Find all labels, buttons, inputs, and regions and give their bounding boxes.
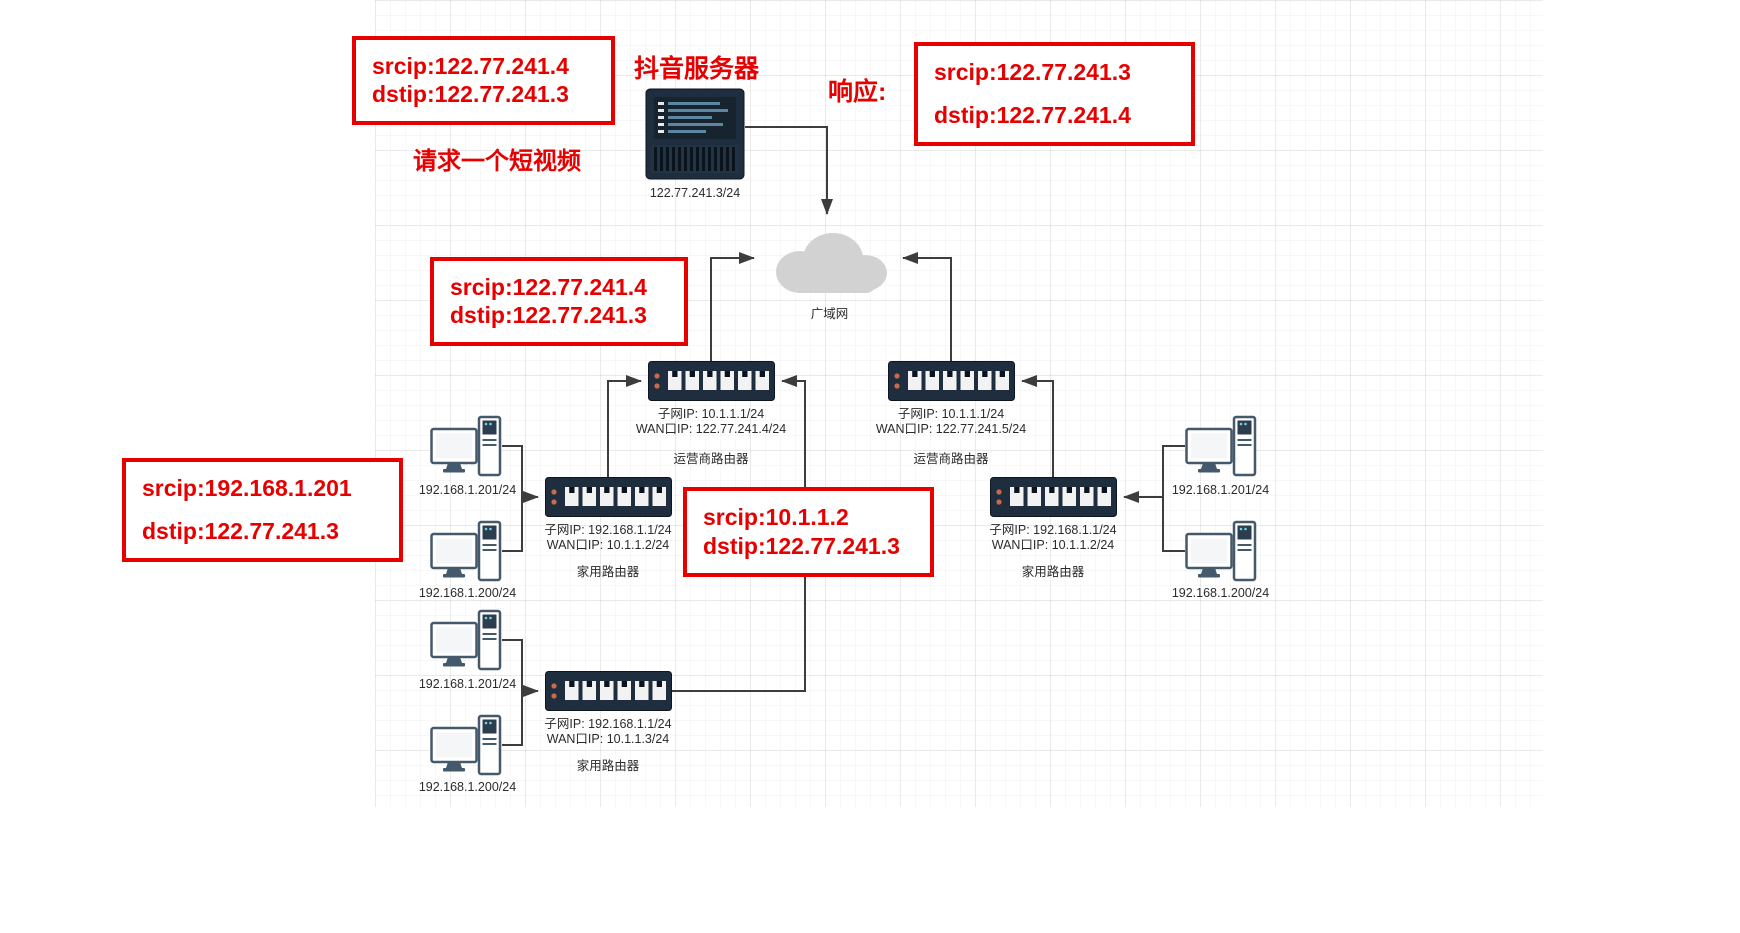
douyin-server-node [645,88,745,180]
wire-homeleft-to-ispleft [607,375,642,477]
home-router-left-wan: WAN口IP: 10.1.1.2/24 [546,538,670,552]
home-router-bottom-wan: WAN口IP: 10.1.1.3/24 [546,732,670,746]
home-router-left-name: 家用路由器 [576,565,640,579]
router-icon [545,671,672,711]
router-icon [888,361,1015,401]
request-packet-annotation: srcip:122.77.241.4 dstip:122.77.241.3 [352,36,615,125]
lan-packet-annotation: srcip:192.168.1.201 dstip:122.77.241.3 [122,458,403,562]
isp-router-left-node [648,361,775,401]
isp-router-right-subnet: 子网IP: 10.1.1.1/24 [897,407,1005,421]
isp-router-right-node [888,361,1015,401]
router-icon [990,477,1117,517]
wan-cloud-label: 广域网 [810,307,849,321]
server-icon [645,88,745,180]
home-router-left-subnet: 子网IP: 192.168.1.1/24 [544,523,672,537]
wire-left-pc-bus [502,445,523,552]
pc-right-bottom-node [1185,520,1257,582]
annotation-line: srcip:122.77.241.4 [450,274,647,300]
isp-router-right-wan: WAN口IP: 122.77.241.5/24 [875,422,1027,436]
pc-bottom-upper-node [430,609,502,671]
pc-right-top-ip: 192.168.1.201/24 [1171,483,1270,497]
annotation-line: dstip:122.77.241.3 [142,518,339,544]
pc-bottom-lower-ip: 192.168.1.200/24 [418,780,517,794]
pc-left-top-node [430,415,502,477]
annotation-line: srcip:10.1.1.2 [703,504,849,530]
nat-packet-annotation: srcip:10.1.1.2 dstip:122.77.241.3 [683,487,934,577]
wire-right-pc-bus [1162,445,1185,552]
pc-icon [430,415,502,477]
wire-server-to-cloud [745,126,833,215]
pc-icon [430,520,502,582]
annotation-line: srcip:192.168.1.201 [142,475,352,501]
wire-ispright-to-cloud [902,252,952,361]
wan-cloud-node [762,222,897,302]
pc-right-top-node [1185,415,1257,477]
wire-ispleft-to-cloud [710,252,755,361]
response-packet-annotation: srcip:122.77.241.3 dstip:122.77.241.4 [914,42,1195,146]
annotation-line: dstip:122.77.241.3 [372,81,569,107]
annotation-line: dstip:122.77.241.3 [703,533,900,559]
annotation-line: dstip:122.77.241.4 [934,102,1131,128]
wire-homeright-to-ispright [1021,375,1054,477]
pc-bottom-upper-ip: 192.168.1.201/24 [418,677,517,691]
pc-left-mid-node [430,520,502,582]
home-router-bottom-name: 家用路由器 [576,759,640,773]
isp-router-left-name: 运营商路由器 [673,452,749,466]
home-router-bottom-node [545,671,672,711]
server-title: 抖音服务器 [634,55,760,83]
isp-router-right-name: 运营商路由器 [913,452,989,466]
home-router-left-node [545,477,672,517]
wan-packet-annotation: srcip:122.77.241.4 dstip:122.77.241.3 [430,257,688,346]
wire-bottom-pc-bus [502,639,523,746]
pc-icon [430,609,502,671]
server-ip-label: 122.77.241.3/24 [649,186,741,200]
pc-right-bottom-ip: 192.168.1.200/24 [1171,586,1270,600]
router-icon [648,361,775,401]
home-router-right-name: 家用路由器 [1021,565,1085,579]
response-label: 响应: [828,78,887,106]
pc-icon [1185,520,1257,582]
pc-icon [1185,415,1257,477]
pc-left-mid-ip: 192.168.1.200/24 [418,586,517,600]
pc-bottom-lower-node [430,714,502,776]
home-router-right-wan: WAN口IP: 10.1.1.2/24 [991,538,1115,552]
pc-left-top-ip: 192.168.1.201/24 [418,483,517,497]
router-icon [545,477,672,517]
isp-router-left-subnet: 子网IP: 10.1.1.1/24 [657,407,765,421]
annotation-line: srcip:122.77.241.4 [372,53,569,79]
annotation-line: dstip:122.77.241.3 [450,302,647,328]
home-router-bottom-subnet: 子网IP: 192.168.1.1/24 [544,717,672,731]
annotation-line: srcip:122.77.241.3 [934,59,1131,85]
pc-icon [430,714,502,776]
isp-router-left-wan: WAN口IP: 122.77.241.4/24 [635,422,787,436]
request-caption: 请求一个短视频 [413,148,581,175]
home-router-right-subnet: 子网IP: 192.168.1.1/24 [989,523,1117,537]
home-router-right-node [990,477,1117,517]
cloud-icon [762,222,897,302]
